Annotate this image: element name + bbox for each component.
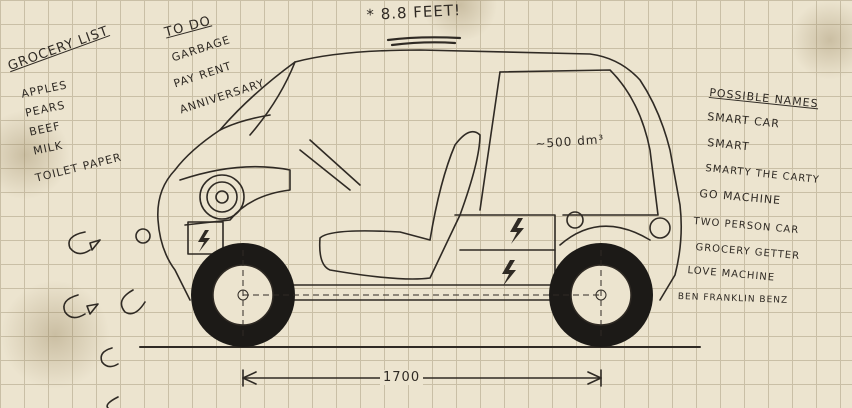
battery-bolt-icon xyxy=(510,218,524,244)
underline-mark xyxy=(386,36,462,47)
battery-bolt-icon xyxy=(198,230,210,252)
doodle-c xyxy=(63,294,86,319)
steering-column xyxy=(299,139,361,191)
coffee-stain xyxy=(0,280,110,390)
headlight-fan xyxy=(199,174,245,220)
seat xyxy=(318,130,481,280)
coffee-stain xyxy=(790,0,852,80)
wheelbase-dimension: 1700 xyxy=(380,370,424,385)
battery-box-front xyxy=(187,221,224,255)
car-body-outline xyxy=(157,49,683,301)
car-rear-outline xyxy=(499,69,659,216)
coffee-stain xyxy=(0,110,70,200)
windshield-line xyxy=(219,114,271,131)
doodle-c xyxy=(100,347,119,368)
battery-bolt-icon xyxy=(502,260,516,286)
side-window-line xyxy=(249,61,296,136)
doodle-c xyxy=(68,231,91,255)
